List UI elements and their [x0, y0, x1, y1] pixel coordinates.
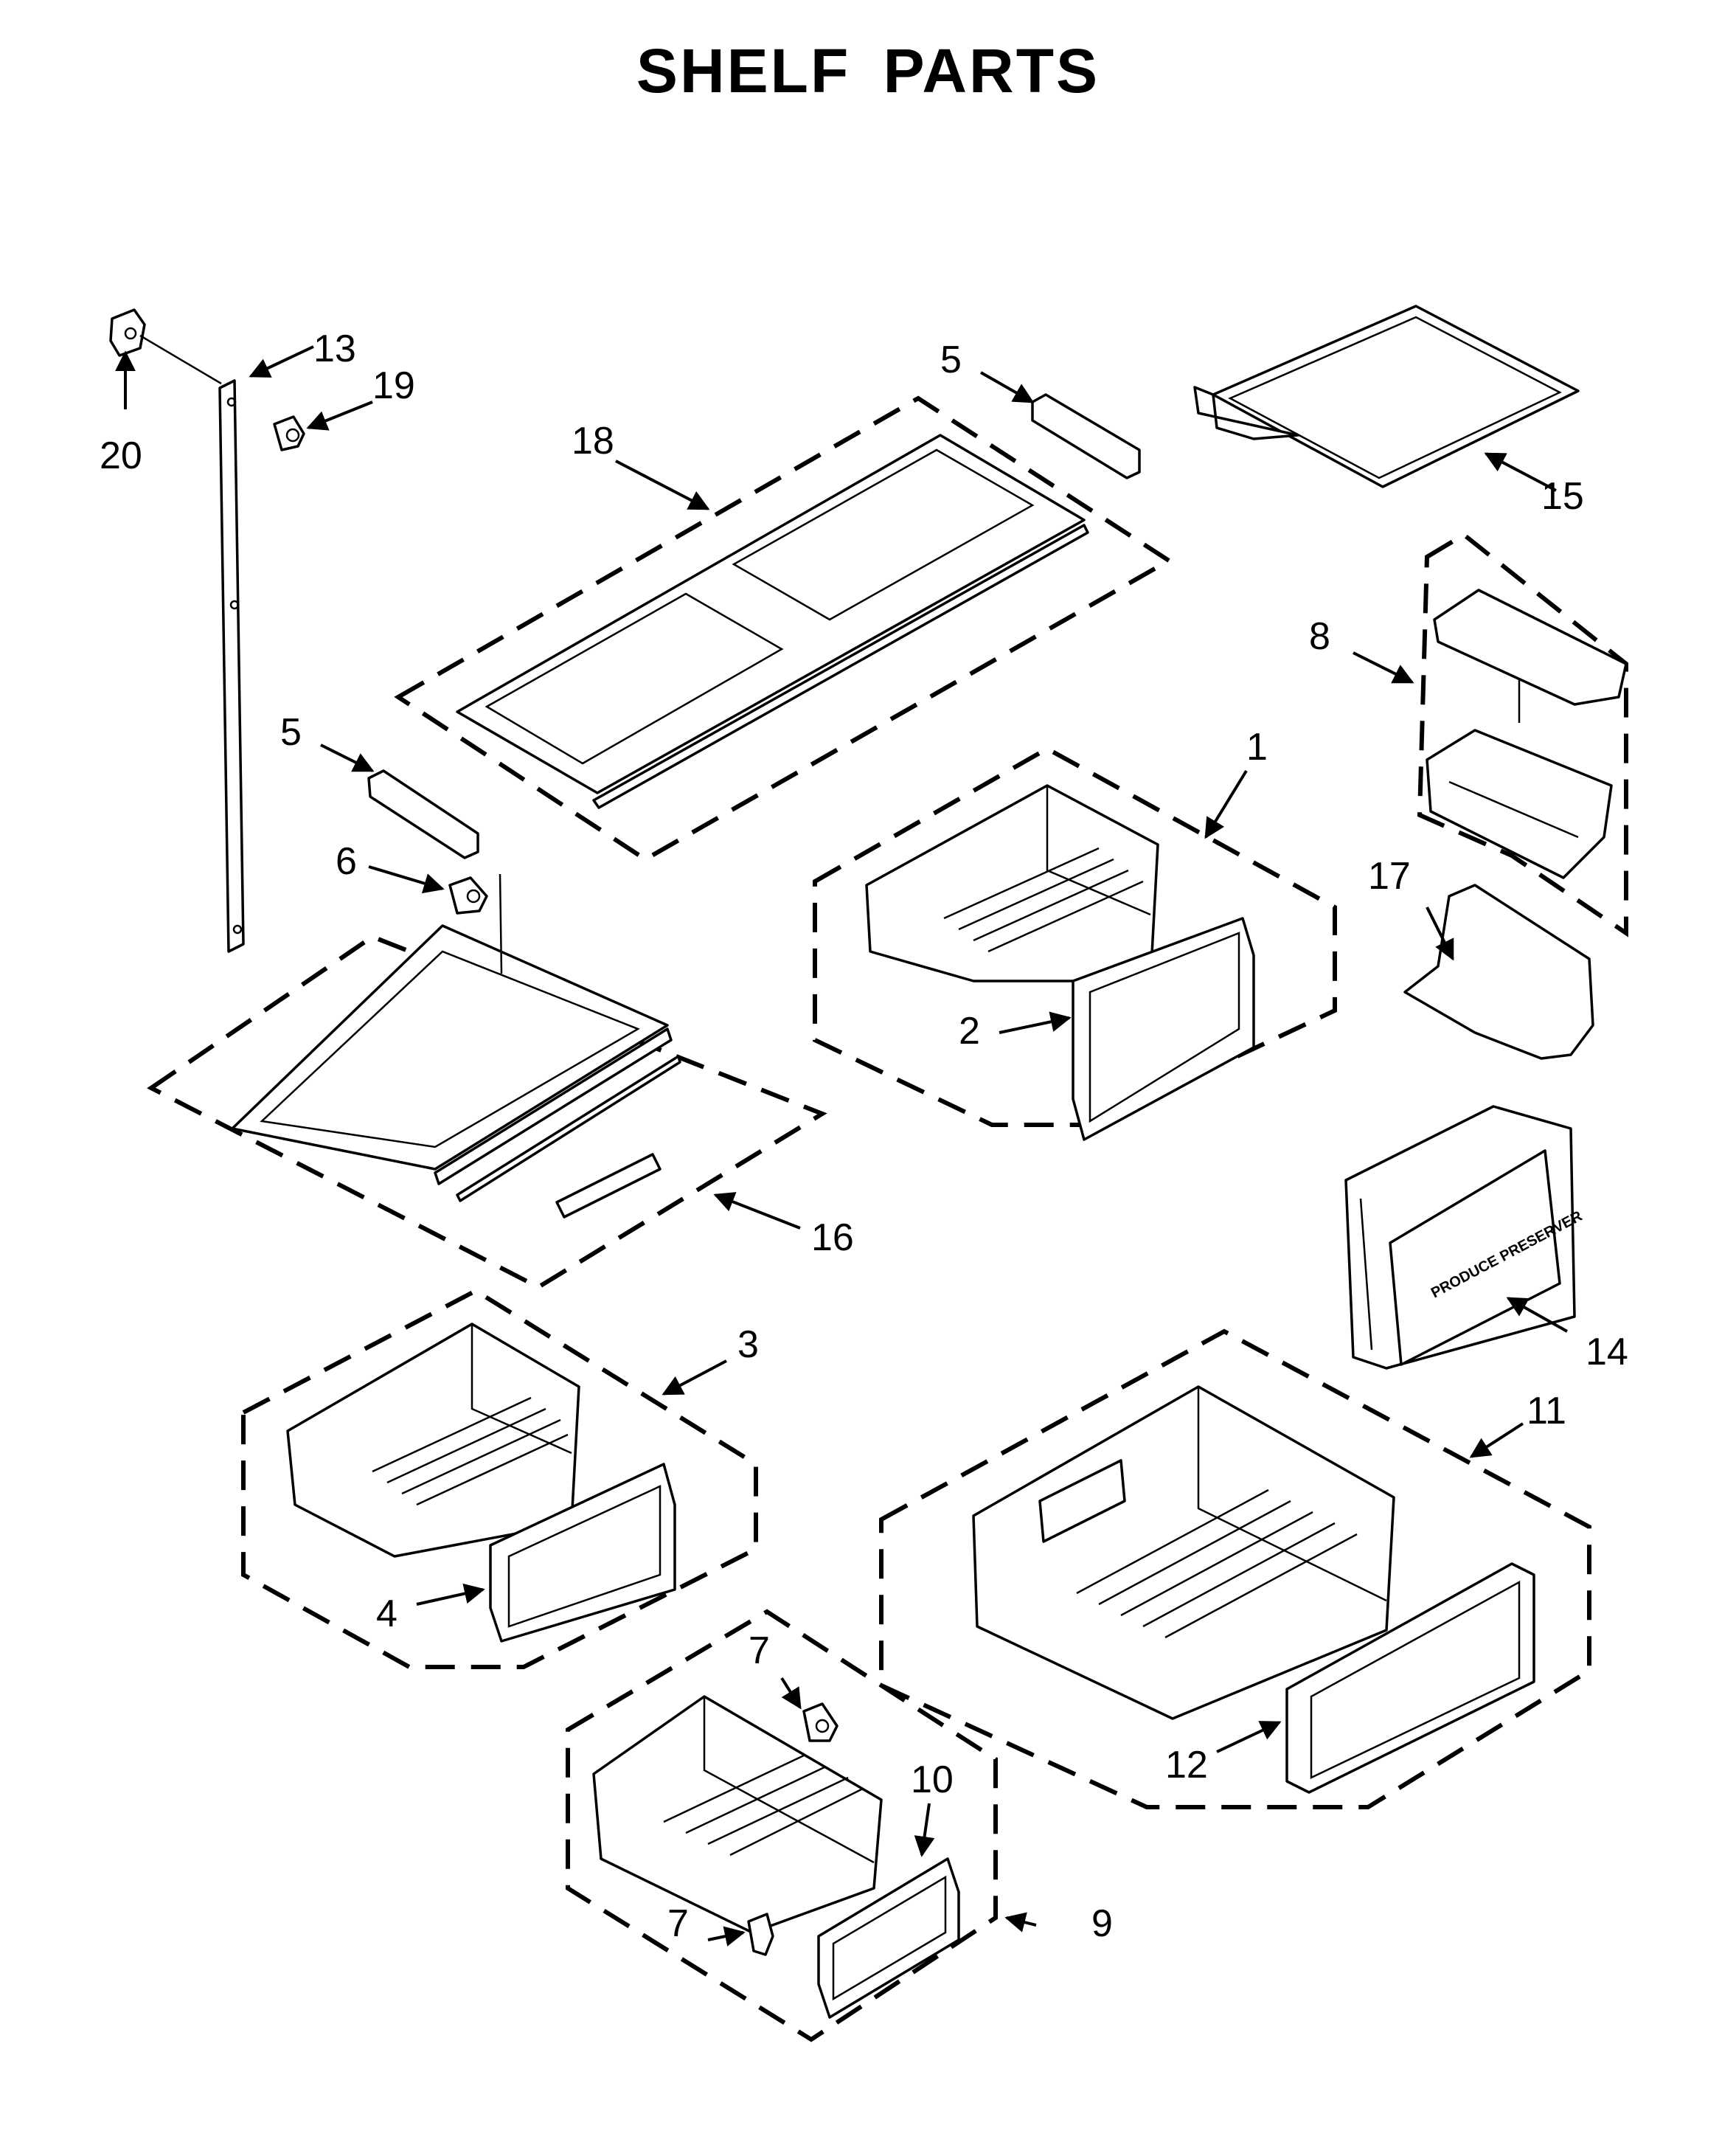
callout-4: 4: [376, 1592, 397, 1635]
callout-5-mid: 5: [280, 711, 302, 754]
part-8-outline: [1417, 532, 1628, 937]
part-14-produce-preserver[interactable]: PRODUCE PRESERVER: [1344, 1105, 1586, 1370]
part-1-drawer[interactable]: [865, 784, 1159, 982]
part-7-screw-top[interactable]: [802, 1702, 839, 1742]
callout-9: 9: [1091, 1902, 1113, 1945]
part-5-clip-top[interactable]: [1031, 393, 1141, 479]
callout-7-top: 7: [749, 1629, 770, 1672]
part-15-shelf[interactable]: [1193, 305, 1580, 488]
page-title: SHELF PARTS: [636, 36, 1100, 105]
callout-7-bottom: 7: [667, 1902, 689, 1945]
part-9-outline: [566, 1609, 998, 2042]
part-19-screw[interactable]: [273, 415, 305, 451]
callout-15: 15: [1541, 475, 1584, 518]
part-5-clip-mid[interactable]: [367, 769, 479, 859]
part-20-leader: [139, 334, 222, 385]
part-6-screw[interactable]: [448, 876, 488, 915]
callout-16: 16: [811, 1216, 854, 1259]
callout-8: 8: [1309, 615, 1330, 658]
callout-20: 20: [100, 434, 142, 477]
callout-14: 14: [1586, 1331, 1628, 1373]
part-4-drawer-front[interactable]: [489, 1463, 676, 1643]
callout-5-top: 5: [940, 339, 962, 381]
part-11-outline: [879, 1328, 1591, 1809]
callout-11: 11: [1527, 1390, 1566, 1432]
part-18-glass-shelf[interactable]: [456, 434, 1089, 809]
part-13-rail[interactable]: [218, 379, 245, 953]
part-16-outline: [147, 934, 827, 1290]
part-7-screw-bottom[interactable]: [747, 1913, 774, 1956]
callout-1: 1: [1246, 726, 1268, 769]
callout-labels: 20 13 19 18 5 15 8 17 1 2 5 6 16 14 3 4 …: [100, 327, 1628, 1945]
part-10-drawer-front[interactable]: [817, 1857, 960, 2019]
callout-19: 19: [372, 364, 415, 407]
part-16-strip: [456, 1055, 681, 1202]
part-3-drawer[interactable]: [286, 1323, 580, 1558]
part-3-outline: [241, 1288, 758, 1669]
part-11-drawer[interactable]: [972, 1385, 1395, 1720]
callout-3: 3: [737, 1323, 759, 1366]
part-9-drawer[interactable]: [592, 1695, 883, 1934]
callout-17: 17: [1368, 855, 1411, 898]
part-8-bin[interactable]: [1426, 589, 1628, 879]
part-16-glass-shelf[interactable]: [231, 924, 673, 1185]
part-12-drawer-front[interactable]: [1285, 1562, 1535, 1794]
callout-6: 6: [336, 840, 357, 883]
part-2-drawer-front[interactable]: [1072, 917, 1255, 1141]
callout-18: 18: [572, 420, 614, 462]
part-20-cap[interactable]: [109, 308, 146, 357]
callout-12: 12: [1165, 1744, 1208, 1786]
part-16-light-module[interactable]: [555, 1153, 662, 1219]
callout-13: 13: [313, 327, 356, 370]
callout-10: 10: [911, 1758, 954, 1801]
part-17-cover[interactable]: [1403, 884, 1594, 1060]
leader-arrows: [115, 345, 1568, 1947]
callout-2: 2: [959, 1010, 980, 1053]
